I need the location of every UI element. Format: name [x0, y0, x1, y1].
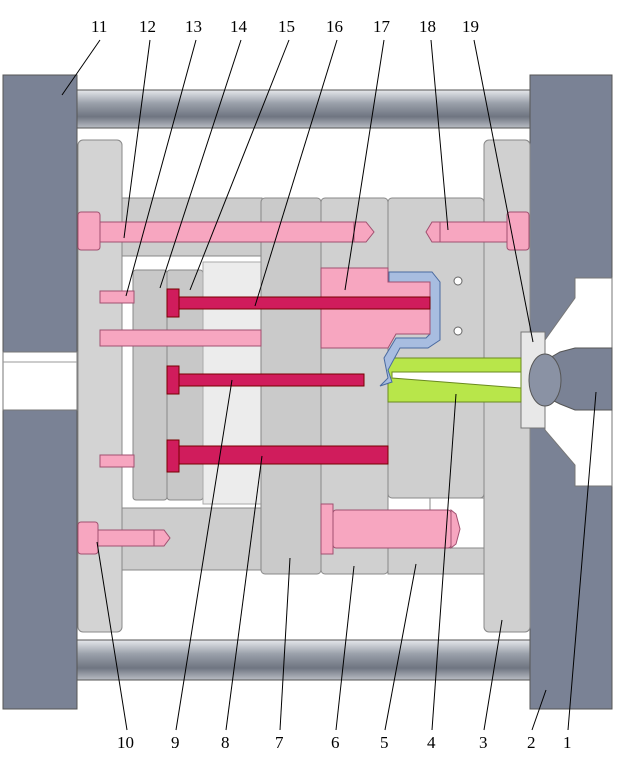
ejector-base-plate — [77, 139, 123, 633]
screw-head-bottom — [77, 521, 99, 555]
label-7: 7 — [275, 733, 284, 752]
screw-tip-right — [425, 221, 441, 243]
ejector-pin-head-2 — [166, 365, 180, 395]
ejector-pin-head-1 — [166, 288, 180, 318]
guide-pin — [332, 509, 452, 549]
label-2: 2 — [527, 733, 536, 752]
label-8: 8 — [221, 733, 230, 752]
screw-tip-bottom — [153, 529, 171, 547]
label-11: 11 — [91, 17, 107, 36]
screw-shank-top — [99, 221, 355, 243]
label-15: 15 — [278, 17, 295, 36]
stop-pin-upper — [99, 290, 135, 304]
screw-shank-bottom — [97, 529, 155, 547]
ejector-pin-2 — [178, 373, 365, 387]
screw-shank-right — [439, 221, 508, 243]
label-13: 13 — [185, 17, 202, 36]
guide-pin-head — [320, 503, 334, 555]
label-1: 1 — [563, 733, 572, 752]
guide-pin-tip — [450, 508, 461, 550]
ejector-opening-left — [2, 351, 78, 411]
leader-lines-top — [61, 39, 534, 343]
ejector-pin-1 — [178, 296, 431, 310]
label-16: 16 — [326, 17, 343, 36]
label-9: 9 — [171, 733, 180, 752]
tie-rod-bottom — [75, 639, 532, 681]
fixed-plate-lower — [387, 547, 485, 575]
stop-pin-lower — [99, 454, 135, 468]
sprue-channel — [391, 371, 522, 389]
label-6: 6 — [331, 733, 340, 752]
label-3: 3 — [479, 733, 488, 752]
leader-lines-bottom — [96, 379, 597, 731]
screw-head-top — [77, 211, 101, 251]
cooling-hole-lower — [453, 326, 463, 336]
ejector-pin-3 — [178, 445, 389, 465]
nozzle-tip — [528, 353, 562, 407]
ejector-retainer-plate — [132, 269, 168, 501]
label-12: 12 — [139, 17, 156, 36]
label-18: 18 — [419, 17, 436, 36]
tie-rod-top — [75, 89, 532, 129]
label-17: 17 — [373, 17, 391, 36]
label-4: 4 — [427, 733, 436, 752]
screw-head-right — [506, 211, 530, 251]
label-5: 5 — [380, 733, 389, 752]
label-19: 19 — [462, 17, 479, 36]
return-pin — [99, 329, 262, 347]
label-14: 14 — [230, 17, 248, 36]
ejector-pin-head-3 — [166, 439, 180, 473]
screw-tip-top — [353, 221, 375, 243]
cooling-hole-upper — [453, 276, 463, 286]
label-10: 10 — [117, 733, 134, 752]
